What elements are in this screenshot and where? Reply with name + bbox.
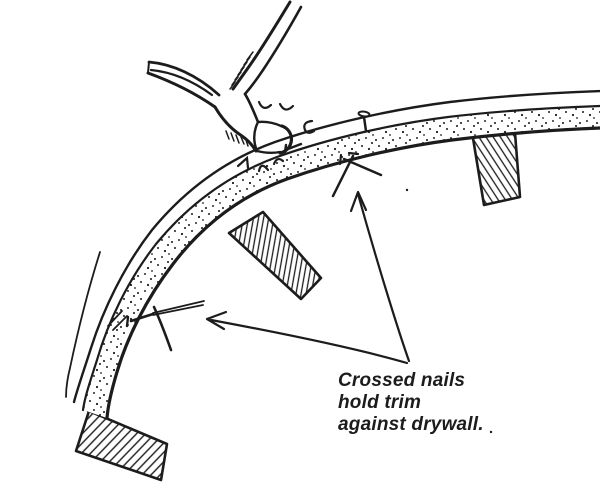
crossed-nail-head bbox=[338, 153, 343, 166]
arrow-to-left-nails bbox=[209, 318, 409, 365]
crossed-nails-right bbox=[331, 110, 383, 198]
impact-mark bbox=[272, 157, 285, 166]
hammer-claw-notch bbox=[149, 68, 214, 97]
caption: Crossed nails hold trim against drywall. bbox=[338, 370, 484, 436]
impact-mark bbox=[278, 102, 295, 111]
framing-block-bottom-left bbox=[74, 409, 169, 482]
hammer-handle-right-edge bbox=[243, 5, 303, 96]
caption-line-1: Crossed nails bbox=[338, 370, 466, 391]
framing-block-middle bbox=[227, 210, 323, 301]
arrow-to-right-nails-head bbox=[349, 190, 368, 213]
protruding-nail-shank bbox=[362, 115, 368, 133]
hammer-striking-face bbox=[278, 124, 293, 155]
impact-marks bbox=[236, 100, 316, 173]
impact-mark bbox=[257, 164, 270, 173]
hammer-claw-bottom bbox=[146, 71, 217, 109]
hammer-poll-back bbox=[253, 120, 260, 153]
arrow-to-right-nails bbox=[356, 192, 411, 363]
annotation-arrows bbox=[205, 190, 411, 365]
driven-nail-head bbox=[283, 143, 288, 154]
crossed-nail-outline bbox=[152, 304, 204, 316]
ink-speckles bbox=[405, 188, 493, 434]
hammer-neck-right bbox=[243, 92, 260, 124]
hammer-claw-tip bbox=[147, 61, 150, 74]
impact-mark bbox=[257, 100, 273, 109]
crossed-nail bbox=[152, 305, 173, 352]
band-inner-line bbox=[105, 126, 600, 420]
crossed-nail bbox=[331, 154, 355, 198]
crossed-nail-head bbox=[347, 151, 360, 156]
hammer-poll-top bbox=[256, 120, 283, 128]
protruding-nail-head bbox=[357, 110, 371, 118]
impact-mark bbox=[303, 119, 316, 134]
hammer-handle-left-edge bbox=[231, 0, 292, 91]
framing-blocks bbox=[74, 118, 522, 482]
arrow-to-left-nails-head bbox=[205, 310, 228, 331]
archway-band bbox=[65, 89, 600, 420]
crossed-nail bbox=[129, 312, 155, 323]
crossed-nail-head bbox=[125, 315, 130, 328]
hammer bbox=[146, 0, 303, 155]
hammer-claw-top bbox=[147, 60, 221, 97]
hammer-neck-left bbox=[213, 105, 258, 153]
crossed-nail-outline bbox=[152, 300, 205, 314]
caption-line-3: against drywall. bbox=[338, 414, 484, 435]
driven-nail-shank bbox=[286, 142, 303, 151]
drywall-face-sketch-line bbox=[65, 251, 101, 398]
trim-scarf-joint-marks bbox=[107, 310, 128, 331]
hammer-handle-shading bbox=[229, 51, 254, 90]
hammer-poll-bottom bbox=[255, 149, 282, 154]
ink-speckle bbox=[489, 430, 493, 434]
ink-speckle bbox=[405, 188, 409, 192]
trim-inner-line bbox=[81, 104, 600, 412]
nail-being-driven bbox=[283, 142, 303, 154]
band-outer-line bbox=[72, 89, 600, 404]
hammer-neck-shading bbox=[225, 130, 249, 147]
crossed-nails-left bbox=[125, 300, 205, 352]
impact-mark bbox=[236, 155, 250, 170]
caption-line-2: hold trim bbox=[338, 392, 422, 413]
